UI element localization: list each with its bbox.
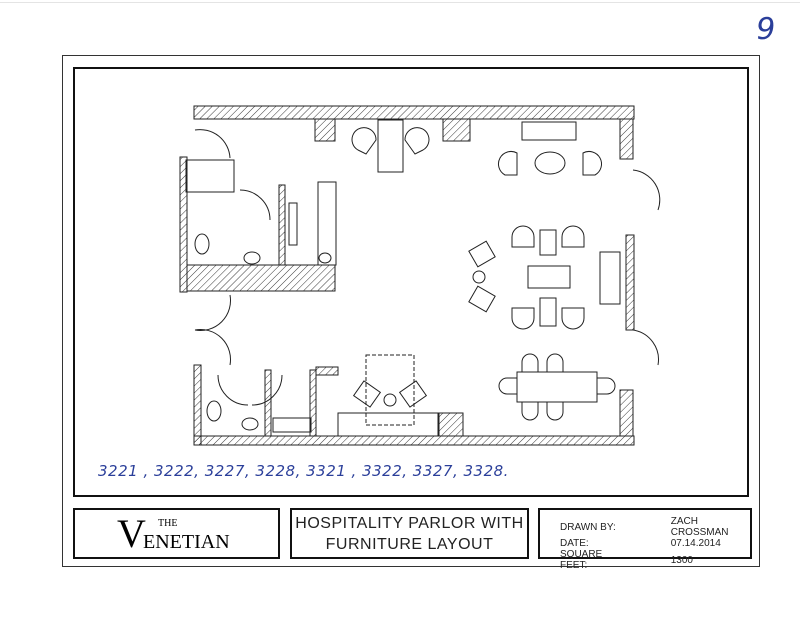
logo-initial: V	[117, 511, 146, 556]
drawn-by-value: ZACH CROSSMAN	[670, 516, 729, 538]
title-line-2: FURNITURE LAYOUT	[325, 536, 494, 553]
walls	[179, 105, 635, 446]
sheet-border	[62, 55, 760, 567]
title-line-1: HOSPITALITY PARLOR WITH	[295, 515, 524, 532]
scan-edge	[0, 2, 800, 3]
drawing-area-border	[73, 67, 749, 497]
logo-name: ENETIAN	[143, 531, 230, 553]
logo-the: THE	[158, 518, 178, 529]
handwritten-room-numbers: 3221 , 3222, 3227, 3228, 3321 , 3322, 33…	[98, 462, 509, 480]
date-value: 07.14.2014	[670, 538, 721, 549]
square-feet-value: 1300	[670, 554, 693, 566]
info-box: DRAWN BY: ZACH CROSSMAN DATE: 07.14.2014 S…	[538, 508, 752, 571]
furniture	[185, 119, 661, 437]
title-box: HOSPITALITY PARLOR WITH FURNITURE LAYOUT	[290, 508, 529, 559]
date-label: DATE:	[560, 538, 589, 549]
logo-box: V THE ENETIAN	[73, 508, 280, 559]
drawn-by-label: DRAWN BY:	[560, 521, 616, 533]
square-feet-label: SQUARE FEET:	[560, 549, 603, 571]
